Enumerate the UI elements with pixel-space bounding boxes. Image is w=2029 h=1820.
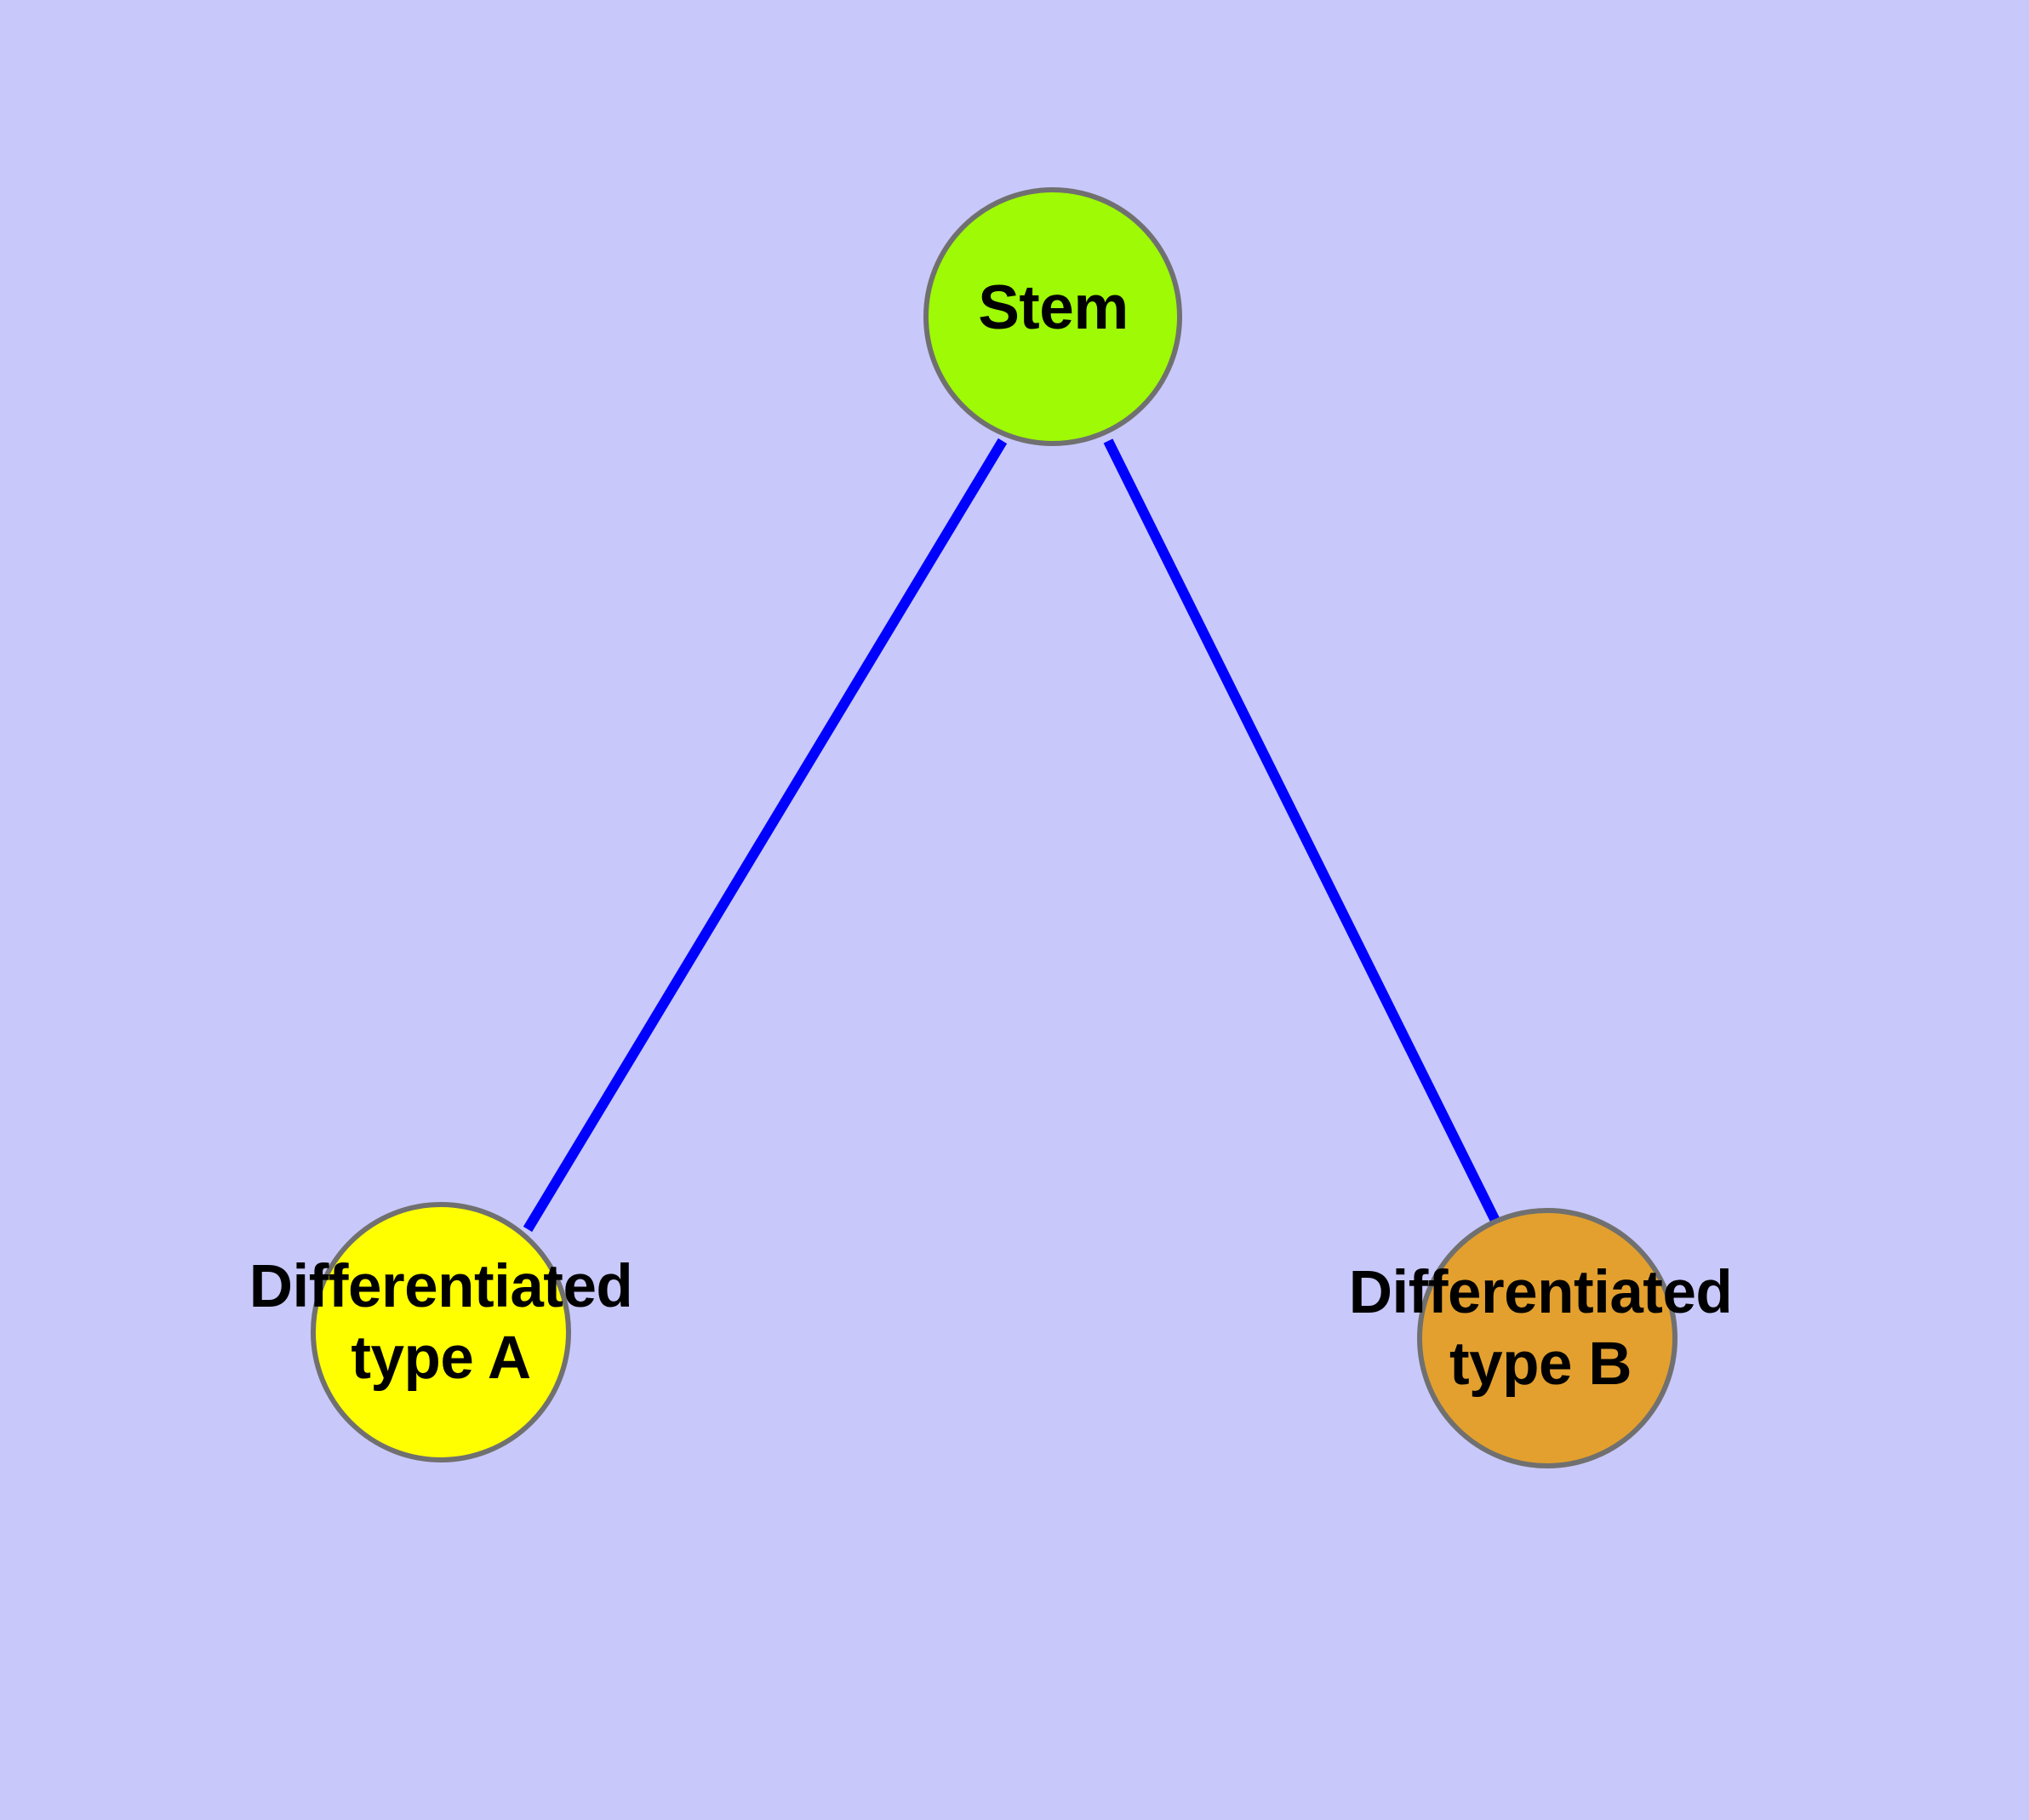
edge-stem-to-type-b (1103, 438, 1503, 1228)
edge-stem-to-type-a (523, 438, 1008, 1233)
node-differentiated-type-a[interactable] (311, 1202, 571, 1462)
node-stem[interactable] (923, 187, 1182, 446)
node-differentiated-type-b[interactable] (1417, 1208, 1677, 1468)
